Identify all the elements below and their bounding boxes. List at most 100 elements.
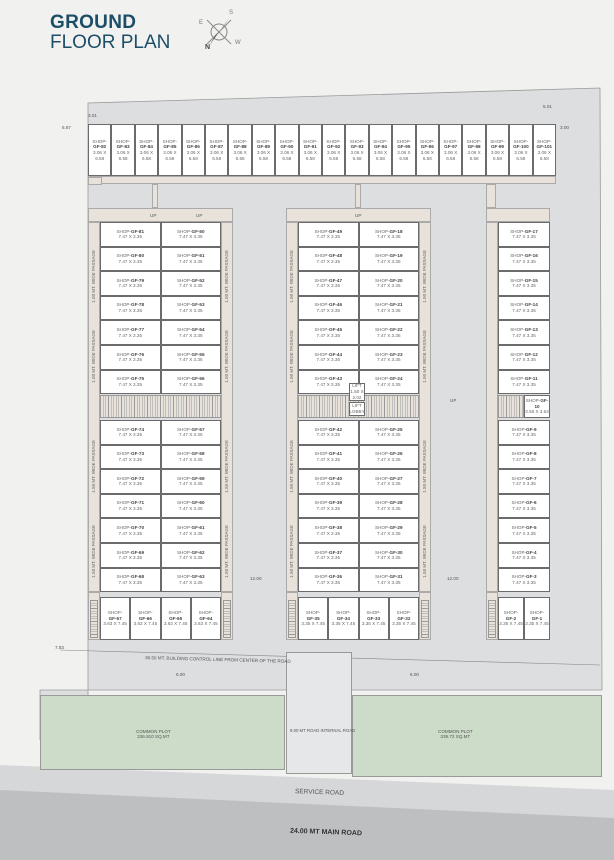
shop-unit[interactable]: SHOP-GF-787.47 X 3.35 [100, 295, 161, 321]
shop-unit[interactable]: SHOP-GF-47.47 X 3.35 [498, 543, 550, 568]
shop-unit[interactable]: SHOP-GF-353.35 X 7.45 [298, 597, 329, 640]
shop-unit[interactable]: SHOP-GF-227.47 X 3.35 [358, 320, 419, 345]
shop-unit[interactable]: SHOP-GF-177.47 X 3.35 [498, 222, 550, 247]
shop-unit[interactable]: SHOP-GF-37.47 X 3.35 [498, 567, 550, 593]
shop-unit[interactable]: SHOP-GF-477.47 X 3.35 [298, 271, 359, 296]
shop-unit[interactable]: SHOP-GF-757.47 X 3.35 [100, 369, 161, 395]
shop-unit[interactable]: SHOP-GF-103.56 X 3.64 [524, 395, 550, 418]
shop-unit[interactable]: SHOP-GF-673.63 X 7.45 [100, 597, 131, 640]
shop-unit[interactable]: SHOP-GF-993.06 X 6.58 [485, 124, 510, 176]
shop-unit[interactable]: SHOP-GF-217.47 X 3.35 [358, 295, 419, 321]
shop-unit[interactable]: SHOP-GF-157.47 X 3.35 [498, 271, 550, 296]
shop-unit[interactable]: SHOP-GF-387.47 X 3.35 [298, 518, 359, 543]
shop-unit[interactable]: SHOP-GF-653.63 X 7.45 [160, 597, 191, 640]
shop-unit[interactable]: SHOP-GF-507.47 X 3.35 [160, 222, 221, 247]
shop-unit[interactable]: SHOP-GF-377.47 X 3.35 [298, 543, 359, 568]
shop-unit[interactable]: SHOP-GF-97.47 X 3.35 [498, 420, 550, 445]
shop-unit[interactable]: SHOP-GF-257.47 X 3.35 [358, 420, 419, 445]
shop-unit[interactable]: SHOP-GF-127.47 X 3.35 [498, 345, 550, 370]
shop-unit[interactable]: SHOP-GF-137.47 X 3.35 [498, 320, 550, 345]
shop-unit[interactable]: SHOP-GF-687.47 X 3.35 [100, 567, 161, 593]
shop-unit[interactable]: SHOP-GF-1003.06 X 6.58 [509, 124, 533, 176]
shop-unit[interactable]: SHOP-GF-517.47 X 3.35 [160, 246, 221, 272]
shop-unit[interactable]: SHOP-GF-397.47 X 3.35 [298, 493, 359, 519]
shop-unit[interactable]: SHOP-GF-933.06 X 6.58 [345, 124, 369, 176]
shop-unit[interactable]: SHOP-GF-777.47 X 3.35 [100, 320, 161, 345]
shop-unit[interactable]: SHOP-GF-437.47 X 3.35 [298, 369, 359, 395]
shop-unit[interactable]: SHOP-GF-983.06 X 6.58 [462, 124, 486, 176]
shop-unit[interactable]: SHOP-GF-883.06 X 6.58 [228, 124, 252, 176]
shop-unit[interactable]: SHOP-GF-637.47 X 3.35 [160, 567, 221, 593]
shop-unit[interactable]: SHOP-GF-467.47 X 3.35 [298, 295, 359, 321]
shop-unit[interactable]: SHOP-GF-267.47 X 3.35 [358, 444, 419, 470]
shop-unit[interactable]: SHOP-GF-607.47 X 3.35 [160, 493, 221, 519]
shop-unit[interactable]: SHOP-GF-843.06 X 6.58 [134, 124, 159, 176]
shop-unit[interactable]: SHOP-GF-407.47 X 3.35 [298, 469, 359, 494]
shop-unit[interactable]: SHOP-GF-893.06 X 6.58 [251, 124, 276, 176]
shop-unit[interactable]: SHOP-GF-497.47 X 3.35 [298, 222, 359, 247]
shop-unit[interactable]: SHOP-GF-903.06 X 6.58 [275, 124, 299, 176]
shop-unit[interactable]: SHOP-GF-527.47 X 3.35 [160, 271, 221, 296]
shop-unit[interactable]: SHOP-GF-707.47 X 3.35 [100, 518, 161, 543]
shop-unit[interactable]: SHOP-GF-167.47 X 3.35 [498, 246, 550, 272]
shop-unit[interactable]: SHOP-GF-1013.06 X 6.58 [532, 124, 556, 176]
shop-unit[interactable]: SHOP-GF-797.47 X 3.35 [100, 271, 161, 296]
shop-unit[interactable]: SHOP-GF-57.47 X 3.35 [498, 518, 550, 543]
shop-unit[interactable]: SHOP-GF-767.47 X 3.35 [100, 345, 161, 370]
shop-unit[interactable]: SHOP-GF-963.06 X 6.58 [415, 124, 439, 176]
shop-unit[interactable]: SHOP-GF-287.47 X 3.35 [358, 493, 419, 519]
shop-unit[interactable]: SHOP-GF-323.35 X 7.45 [388, 597, 419, 640]
shop-unit[interactable]: SHOP-GF-643.63 X 7.45 [190, 597, 221, 640]
shop-unit[interactable]: SHOP-GF-277.47 X 3.35 [358, 469, 419, 494]
shop-unit[interactable]: SHOP-GF-117.47 X 3.35 [498, 369, 550, 395]
shop-unit[interactable]: SHOP-GF-567.47 X 3.35 [160, 369, 221, 395]
shop-unit[interactable]: SHOP-GF-913.06 X 6.58 [298, 124, 322, 176]
shop-unit[interactable]: SHOP-GF-457.47 X 3.35 [298, 320, 359, 345]
shop-unit[interactable]: SHOP-GF-297.47 X 3.35 [358, 518, 419, 543]
shop-unit[interactable]: SHOP-GF-823.06 X 6.58 [88, 124, 112, 176]
shop-unit[interactable]: SHOP-GF-833.06 X 6.58 [111, 124, 135, 176]
shop-unit[interactable]: SHOP-GF-697.47 X 3.35 [100, 543, 161, 568]
shop-unit[interactable]: SHOP-GF-727.47 X 3.35 [100, 469, 161, 494]
shop-unit[interactable]: SHOP-GF-873.06 X 6.58 [205, 124, 229, 176]
shop-unit[interactable]: SHOP-GF-247.47 X 3.35 [358, 369, 419, 395]
shop-unit[interactable]: SHOP-GF-367.47 X 3.35 [298, 567, 359, 593]
shop-unit[interactable]: SHOP-GF-417.47 X 3.35 [298, 444, 359, 470]
shop-unit[interactable]: SHOP-GF-587.47 X 3.35 [160, 444, 221, 470]
shop-unit[interactable]: SHOP-GF-307.47 X 3.35 [358, 543, 419, 568]
shop-unit[interactable]: SHOP-GF-717.47 X 3.35 [100, 493, 161, 519]
shop-unit[interactable]: SHOP-GF-943.06 X 6.58 [368, 124, 393, 176]
shop-unit[interactable]: SHOP-GF-87.47 X 3.35 [498, 444, 550, 470]
shop-unit[interactable]: SHOP-GF-747.47 X 3.35 [100, 420, 161, 445]
shop-unit[interactable]: SHOP-GF-333.35 X 7.45 [358, 597, 389, 640]
shop-unit[interactable]: SHOP-GF-187.47 X 3.35 [358, 222, 419, 247]
shop-unit[interactable]: SHOP-GF-973.06 X 6.58 [439, 124, 463, 176]
shop-unit[interactable]: SHOP-GF-197.47 X 3.35 [358, 246, 419, 272]
shop-unit[interactable]: SHOP-GF-853.06 X 6.58 [158, 124, 182, 176]
shop-unit[interactable]: SHOP-GF-447.47 X 3.35 [298, 345, 359, 370]
shop-unit[interactable]: SHOP-GF-953.06 X 6.58 [392, 124, 416, 176]
shop-unit[interactable]: SHOP-GF-427.47 X 3.35 [298, 420, 359, 445]
shop-unit[interactable]: SHOP-GF-597.47 X 3.35 [160, 469, 221, 494]
shop-unit[interactable]: SHOP-GF-537.47 X 3.35 [160, 295, 221, 321]
shop-unit[interactable]: SHOP-GF-817.47 X 3.35 [100, 222, 161, 247]
shop-unit[interactable]: SHOP-GF-13.35 X 7.45 [524, 597, 550, 640]
shop-unit[interactable]: SHOP-GF-557.47 X 3.35 [160, 345, 221, 370]
shop-unit[interactable]: SHOP-GF-627.47 X 3.35 [160, 543, 221, 568]
shop-unit[interactable]: SHOP-GF-737.47 X 3.35 [100, 444, 161, 470]
shop-unit[interactable]: SHOP-GF-77.47 X 3.35 [498, 469, 550, 494]
shop-unit[interactable]: SHOP-GF-617.47 X 3.35 [160, 518, 221, 543]
shop-unit[interactable]: SHOP-GF-147.47 X 3.35 [498, 295, 550, 321]
shop-unit[interactable]: SHOP-GF-663.63 X 7.45 [130, 597, 161, 640]
shop-unit[interactable]: SHOP-GF-487.47 X 3.35 [298, 246, 359, 272]
shop-unit[interactable]: SHOP-GF-863.06 X 6.58 [181, 124, 205, 176]
shop-unit[interactable]: SHOP-GF-207.47 X 3.35 [358, 271, 419, 296]
shop-unit[interactable]: SHOP-GF-807.47 X 3.35 [100, 246, 161, 272]
shop-unit[interactable]: SHOP-GF-23.35 X 7.45 [498, 597, 524, 640]
shop-unit[interactable]: SHOP-GF-317.47 X 3.35 [358, 567, 419, 593]
shop-unit[interactable]: SHOP-GF-577.47 X 3.35 [160, 420, 221, 445]
shop-unit[interactable]: SHOP-GF-67.47 X 3.35 [498, 493, 550, 519]
shop-unit[interactable]: SHOP-GF-343.35 X 7.45 [328, 597, 359, 640]
shop-unit[interactable]: SHOP-GF-923.06 X 6.58 [322, 124, 346, 176]
shop-unit[interactable]: SHOP-GF-547.47 X 3.35 [160, 320, 221, 345]
